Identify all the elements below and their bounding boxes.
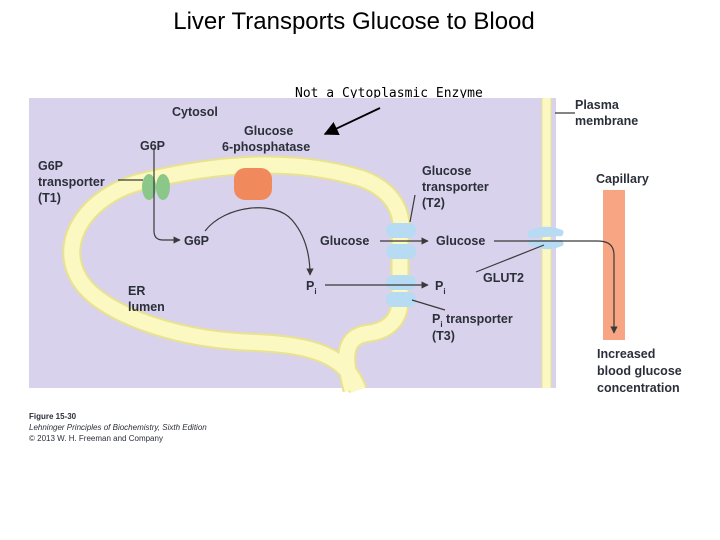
g6p-transporter-label-2: transporter <box>38 175 105 189</box>
g6p-transporter-label-1: G6P <box>38 159 63 173</box>
glucose-transporter-label-2: transporter <box>422 180 489 194</box>
g6pase-label-1: Glucose <box>244 124 293 138</box>
figure-copyright: © 2013 W. H. Freeman and Company <box>29 434 163 443</box>
pi-er-label: Pi <box>306 279 317 296</box>
increased-label-1: Increased <box>597 347 655 361</box>
annotation-arrow <box>323 107 381 135</box>
er-lumen-label-1: ER <box>128 284 145 298</box>
glucose-6-phosphatase-enzyme <box>234 168 272 200</box>
glucose-cytosol-label: Glucose <box>436 234 485 248</box>
glut2-transporter <box>528 226 564 250</box>
glucose-transporter-t2 <box>386 223 416 259</box>
plasma-membrane-label-2: membrane <box>575 114 638 128</box>
pi-cytosol-label: Pi <box>435 279 446 296</box>
glut2-label: GLUT2 <box>483 271 524 285</box>
er-lumen-label-2: lumen <box>128 300 165 314</box>
glucose-transporter-label-3: (T2) <box>422 196 445 210</box>
pi-transporter-t3 <box>386 275 416 307</box>
g6p-lower-label: G6P <box>184 234 209 248</box>
increased-label-2: blood glucose <box>597 364 682 378</box>
glucose-er-label: Glucose <box>320 234 369 248</box>
flow-arrows <box>118 112 618 334</box>
figure-number: Figure 15-30 <box>29 412 77 421</box>
g6p-transporter-label-3: (T1) <box>38 191 61 205</box>
page-title: Liver Transports Glucose to Blood <box>173 8 535 35</box>
figure-book: Lehninger Principles of Biochemistry, Si… <box>29 423 207 432</box>
pi-transporter-label-1: Pi transporter <box>432 312 513 329</box>
annotation-label: Not a Cytoplasmic Enzyme <box>295 86 483 101</box>
plasma-membrane-label-1: Plasma <box>575 98 620 112</box>
pi-transporter-label-2: (T3) <box>432 329 455 343</box>
g6p-transporter-t1 <box>142 174 170 200</box>
glucose-transporter-label-1: Glucose <box>422 164 471 178</box>
cytosol-label: Cytosol <box>172 105 218 119</box>
g6pase-label-2: 6-phosphatase <box>222 140 310 154</box>
increased-label-3: concentration <box>597 381 680 395</box>
g6p-top-label: G6P <box>140 139 165 153</box>
capillary-label: Capillary <box>596 172 649 186</box>
